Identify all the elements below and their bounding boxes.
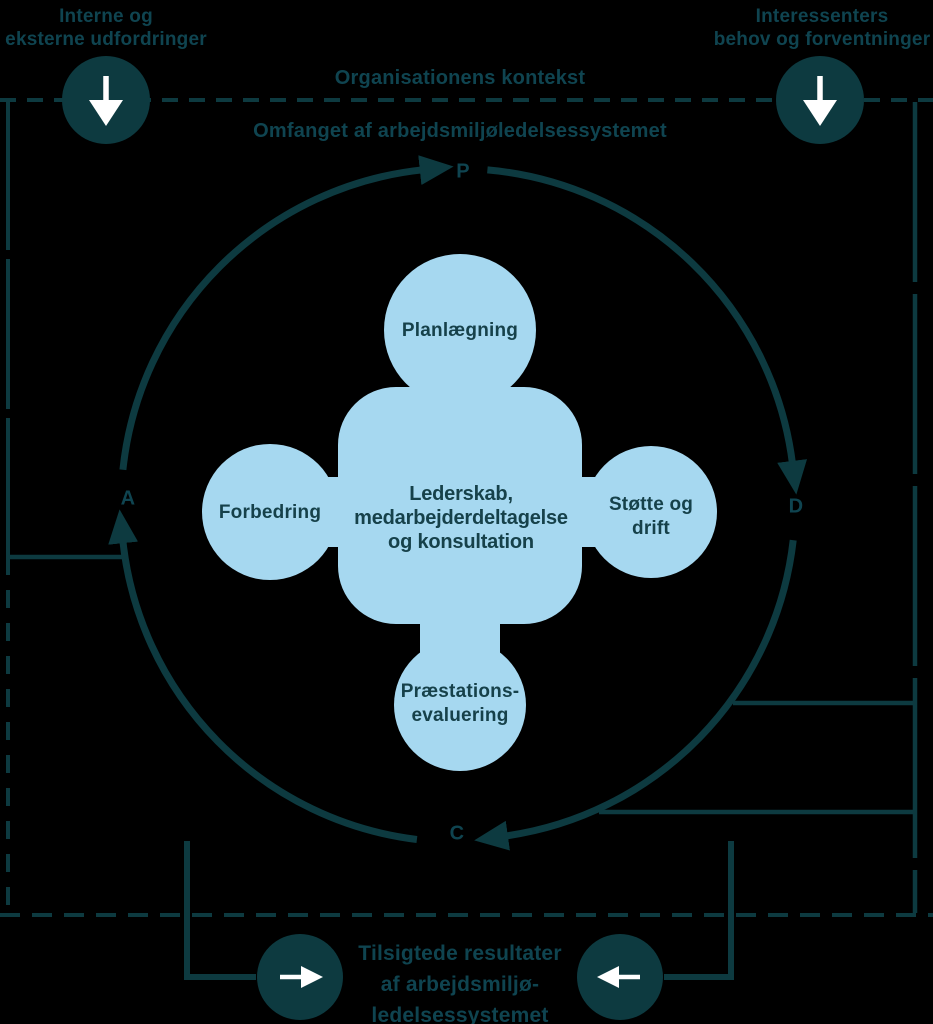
evaluation-label-line2: evaluering — [411, 705, 509, 726]
bottom-right-flow-circle — [577, 934, 663, 1020]
right-arrow-head — [301, 966, 323, 988]
leadership-label-line3: og konsultation — [388, 531, 534, 553]
down-arrow-icon — [89, 76, 123, 126]
top-right-label: Interessenters behov og forventninger — [714, 5, 931, 51]
pdca-cycle-ring — [108, 155, 808, 851]
outcome-label-line2: af arbejdsmiljø- — [380, 973, 540, 996]
evaluation-label: Præstations- evaluering — [401, 680, 520, 728]
top-right-label-line2: behov og forventninger — [713, 29, 931, 50]
arc-do-to-check — [474, 539, 797, 851]
top-right-label-line1: Interessenters — [755, 6, 889, 27]
left-arrow-icon — [597, 966, 640, 988]
leadership-label-line1: Lederskab, — [409, 483, 513, 505]
outcome-label-line1: Tilsigtede resultater — [358, 942, 562, 965]
improvement-bubble — [202, 444, 338, 580]
bottom-left-elbow-connector — [184, 841, 256, 980]
down-arrow-head — [803, 100, 837, 126]
left-arrow-head — [597, 966, 619, 988]
outcome-label-line3: ledelsessystemet — [371, 1004, 549, 1024]
top-left-flow-circle — [62, 56, 150, 144]
pdca-letter-c: C — [449, 822, 465, 845]
arc-check-to-act — [108, 509, 418, 843]
arc-plan-to-do — [487, 166, 808, 495]
top-left-label-line2: eksterne udfordringer — [5, 29, 207, 50]
planning-bubble — [384, 254, 536, 406]
improvement-label: Forbedring — [218, 502, 322, 523]
center-bubble — [338, 387, 582, 624]
flow-circles — [62, 56, 864, 1020]
support-label: Støtte og drift — [609, 493, 693, 541]
leadership-label: Lederskab, medarbejderdeltagelse og kons… — [354, 482, 568, 554]
boundary-lines — [0, 98, 933, 980]
arc-act-to-plan — [119, 155, 454, 471]
support-label-line2: drift — [632, 518, 670, 539]
leadership-label-line2: medarbejderdeltagelse — [354, 507, 568, 529]
top-right-flow-circle — [776, 56, 864, 144]
context-title: Organisationens kontekst — [334, 67, 586, 89]
support-bubble — [585, 446, 717, 578]
scope-title: Omfanget af arbejdsmiljøledelsessystemet — [253, 120, 667, 142]
down-arrow-icon — [803, 76, 837, 126]
pdca-letter-a: A — [120, 487, 136, 510]
right-arrow-icon — [280, 966, 323, 988]
top-left-label: Interne og eksterne udfordringer — [5, 5, 207, 51]
pdca-letter-d: D — [788, 495, 804, 518]
planning-label: Planlægning — [401, 320, 519, 341]
evaluation-label-line1: Præstations- — [400, 681, 520, 702]
down-arrow-head — [89, 100, 123, 126]
top-left-label-line1: Interne og — [59, 6, 153, 27]
support-label-line1: Støtte og — [608, 494, 694, 515]
outcome-label: Tilsigtede resultater af arbejdsmiljø- l… — [358, 938, 561, 1024]
bottom-left-flow-circle — [257, 934, 343, 1020]
evaluation-bubble — [394, 639, 526, 771]
pdca-letter-p: P — [456, 160, 470, 183]
bottom-right-elbow-connector — [664, 841, 734, 980]
bubble-cluster — [202, 254, 717, 771]
